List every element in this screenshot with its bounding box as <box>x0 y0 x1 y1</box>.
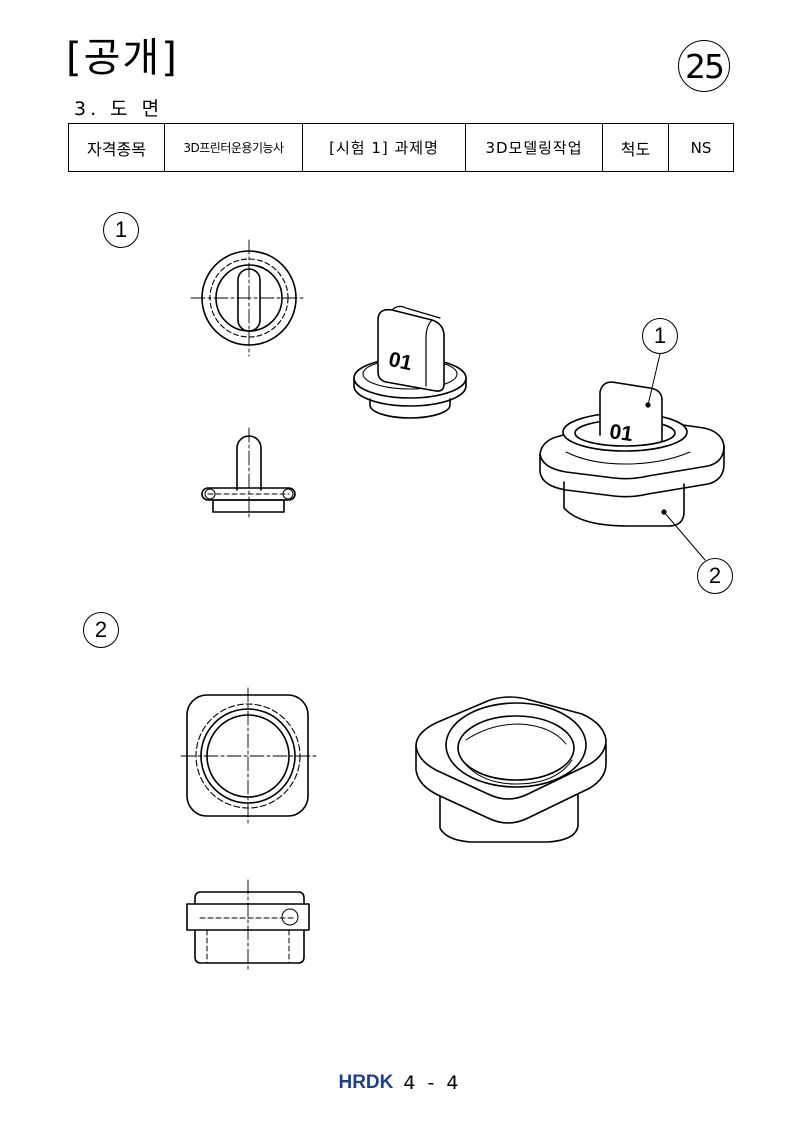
part1-tag-label: 01 <box>387 348 415 375</box>
part1-isometric: 01 <box>353 305 467 419</box>
qualification-label: 자격종목 <box>68 123 165 172</box>
part2-top-view <box>180 687 317 825</box>
scale-value: NS <box>668 123 734 172</box>
part2-front-view <box>186 879 310 973</box>
part1-top-view <box>190 239 307 357</box>
page-number-circle: 25 <box>678 40 730 92</box>
section-1-number: 1 <box>103 212 139 248</box>
task-value: 3D모델링작업 <box>465 123 603 172</box>
page-title: [공개] <box>66 35 179 81</box>
assembly-tag-label: 01 <box>608 420 635 446</box>
qualification-value: 3D프린터운용기능사 <box>164 123 303 172</box>
footer-page-number: 4 - 4 <box>403 1072 462 1094</box>
section-heading: 3. 도 면 <box>74 98 164 120</box>
part2-isometric <box>415 696 607 843</box>
info-row: 자격종목 3D프린터운용기능사 [시험 1] 과제명 3D모델링작업 척도 NS <box>68 123 734 172</box>
task-label: [시험 1] 과제명 <box>302 123 466 172</box>
callout-part-1: 1 <box>642 318 678 354</box>
part1-front-view <box>201 427 296 521</box>
hrdk-logo: HRDK <box>338 1072 394 1093</box>
callout-part-2: 2 <box>697 558 733 594</box>
section-2-number: 2 <box>83 612 119 648</box>
assembly-isometric: 01 <box>539 353 725 561</box>
footer: HRDK 4 - 4 <box>0 1072 800 1094</box>
info-table: 자격종목 3D프린터운용기능사 [시험 1] 과제명 3D모델링작업 척도 NS <box>68 123 734 172</box>
